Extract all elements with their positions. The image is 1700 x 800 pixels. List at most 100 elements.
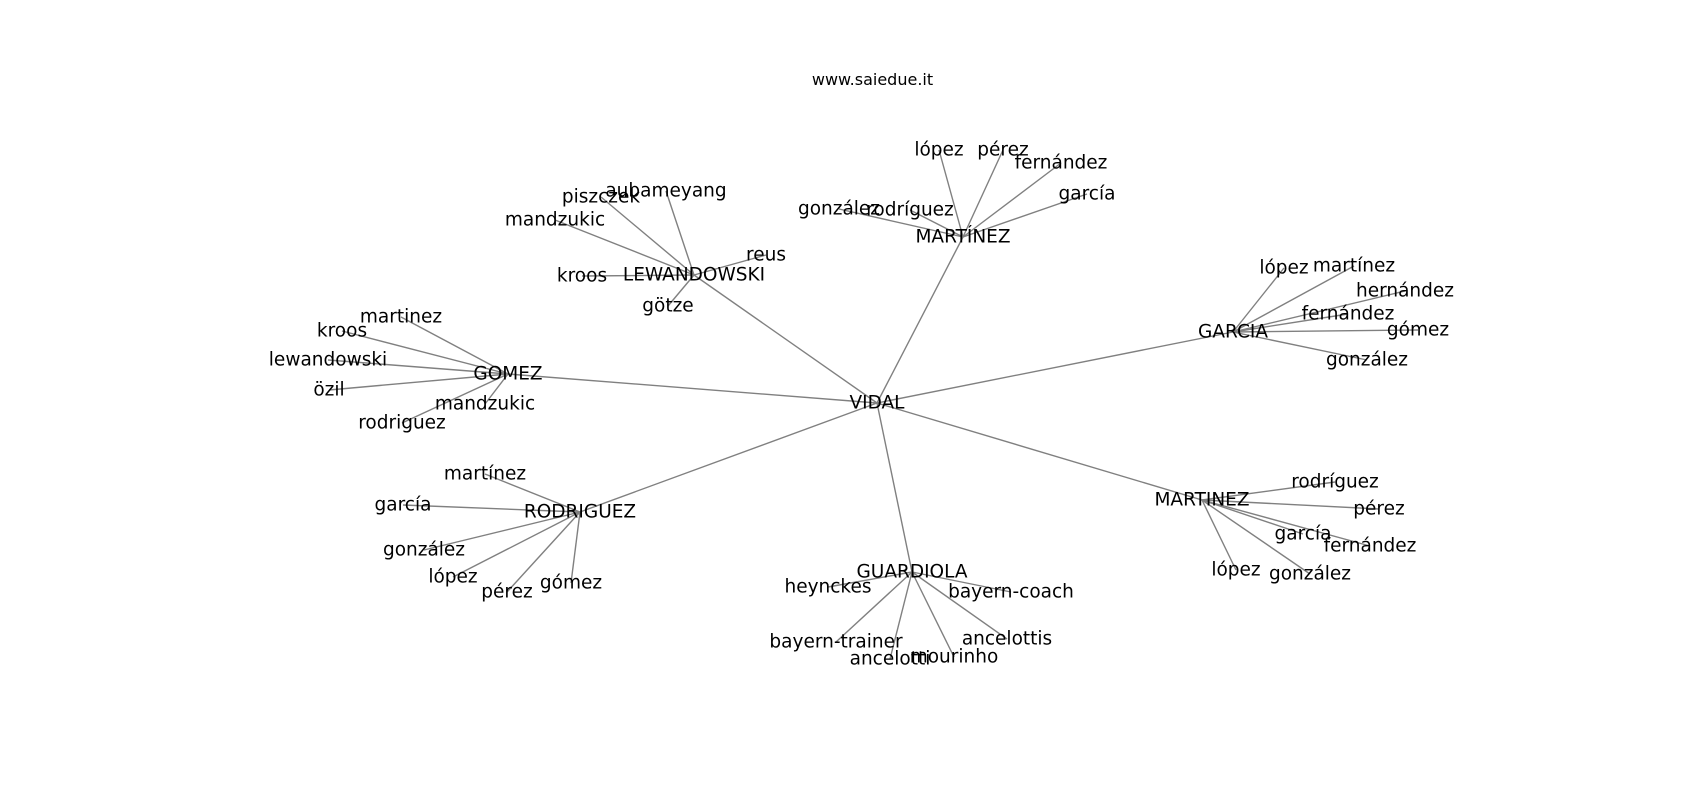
edge-rodriguez-rd_gonzalez (423, 511, 581, 551)
node-label-gomez: GOMEZ (473, 364, 542, 385)
edge-rodriguez-rd_perez (506, 511, 581, 593)
node-label-gc-lopez: lópez (1259, 258, 1308, 279)
edge-garcia-gc_martinez (1232, 265, 1355, 333)
edge-lewandowski-lw_aubameyang (665, 190, 695, 276)
edge-vidal-guardiola (876, 402, 913, 573)
node-label-mz-lopez: lópez (1211, 560, 1260, 581)
edge-guardiola-gd_bayern_trainer (835, 571, 913, 643)
node-label-vidal: VIDAL (850, 393, 906, 414)
edge-martinez-mz_garcia (1201, 499, 1304, 535)
edge-lewandowski-lw_kroos (581, 274, 695, 277)
node-label-gc-fernandez: fernández (1302, 304, 1395, 325)
node-label-gm-lewandowski: lewandowski (269, 350, 387, 371)
node-label-guardiola: GUARDIOLA (856, 562, 967, 583)
node-label-gd-ancelotti: ancelotti (850, 649, 931, 670)
node-label-lw-mandzukic: mandzukic (505, 210, 605, 231)
node-label-lw-kroos: kroos (557, 266, 607, 287)
page-title: www.saiedue.it (811, 70, 934, 89)
node-label-gd-ancelottis: ancelottis (962, 629, 1052, 650)
edge-vidal-gomez (507, 373, 878, 404)
node-label-gc-hernandez: hernández (1356, 281, 1454, 302)
edge-vidal-garcia (876, 331, 1234, 404)
edge-vidal-martinez_top (876, 236, 964, 404)
node-label-gm-rodriguez: rodriguez (358, 413, 446, 434)
node-label-lw-gotze: götze (642, 296, 693, 317)
node-label-mt-perez: pérez (977, 140, 1028, 161)
edge-garcia-gc_fernandez (1232, 313, 1349, 333)
edge-guardiola-gd_ancelotti (889, 571, 913, 660)
node-label-mt-garcia: garcía (1059, 184, 1116, 205)
node-label-mz-perez: pérez (1353, 499, 1404, 520)
edge-vidal-rodriguez (579, 402, 878, 513)
edge-lewandowski-lw_reus (693, 254, 767, 276)
edge-martinez-mz_lopez (1201, 499, 1237, 571)
edge-gomez-gm_ozil (328, 373, 509, 391)
edge-guardiola-gd_heynckes (827, 571, 913, 588)
edge-guardiola-gd_ancelottis (911, 571, 1008, 640)
node-label-rd-perez: pérez (481, 582, 532, 603)
node-label-rd-lopez: lópez (428, 567, 477, 588)
edge-martinez_top-mt_fernandez (962, 162, 1062, 238)
edge-martinez-mz_fernandez (1201, 499, 1371, 547)
node-label-gd-heynckes: heynckes (784, 577, 871, 598)
edge-guardiola-gd_mourinho (911, 571, 955, 658)
node-label-lw-piszczek: piszczek (562, 187, 640, 208)
node-label-rodriguez: RODRIGUEZ (524, 502, 636, 523)
node-label-rd-gonzalez: gonzález (383, 540, 465, 561)
edge-martinez_top-mt_rodriguez (909, 209, 964, 238)
node-label-gd-mourinho: mourinho (910, 647, 999, 668)
edge-martinez_top-mt_lopez (938, 149, 964, 238)
edge-martinez-mz_perez (1201, 499, 1380, 510)
edge-rodriguez-rd_gomez (570, 511, 581, 584)
node-label-mz-garcia: garcía (1275, 524, 1332, 545)
node-label-gc-gonzalez: gonzález (1326, 350, 1408, 371)
edge-garcia-gc_lopez (1232, 267, 1285, 333)
node-label-gd-bayern-coach: bayern-coach (948, 582, 1074, 603)
label-layer: VIDAL MARTÍNEZ LEWANDOWSKI GOMEZ RODRIGUEZ GU… (269, 140, 1454, 670)
node-label-gd-bayern-trainer: bayern-trainer (769, 632, 903, 653)
node-label-lewandowski: LEWANDOWSKI (623, 265, 765, 286)
node-label-martinez-top: MARTÍNEZ (915, 226, 1010, 248)
edge-rodriguez-rd_lopez (452, 511, 581, 578)
edge-gomez-gm_martinez (400, 316, 509, 375)
node-label-martinez: MARTINEZ (1154, 490, 1249, 511)
node-label-lw-aubameyang: aubameyang (605, 181, 726, 202)
edge-vidal-martinez (876, 402, 1203, 501)
node-label-lw-reus: reus (746, 245, 786, 266)
edge-gomez-gm_mandzukic (484, 373, 509, 405)
node-label-mz-gonzalez: gonzález (1269, 564, 1351, 585)
node-label-mt-gonzalez: gonzález (798, 199, 880, 220)
edge-rodriguez-rd_garcia (402, 504, 581, 513)
edge-layer (327, 149, 1419, 660)
edge-vidal-lewandowski (693, 274, 878, 404)
node-label-mt-fernandez: fernández (1015, 153, 1108, 174)
node-label-gc-martinez: martínez (1313, 256, 1395, 277)
node-label-gm-mandzukic: mandzukic (435, 394, 535, 415)
edge-martinez_top-mt_garcia (962, 193, 1088, 238)
node-label-mt-lopez: lópez (914, 140, 963, 161)
edge-lewandowski-lw_gotze (667, 274, 695, 307)
edge-martinez_top-mt_perez (962, 149, 1004, 238)
edge-martinez-mz_gonzalez (1201, 499, 1311, 575)
node-label-mz-rodriguez: rodríguez (1291, 472, 1379, 493)
edge-gomez-gm_kroos (341, 330, 509, 375)
edge-rodriguez-rd_martinez (484, 473, 581, 513)
node-label-gc-gomez: gómez (1387, 320, 1449, 341)
edge-gomez-gm_rodriguez (401, 373, 509, 424)
edge-gomez-gm_lewandowski (327, 359, 509, 375)
node-label-mz-fernandez: fernández (1324, 536, 1417, 557)
edge-martinez_top-mt_gonzalez (838, 208, 964, 238)
edge-garcia-gc_hernandez (1232, 290, 1406, 333)
edge-lewandowski-lw_piszczek (600, 196, 695, 276)
node-label-gm-kroos: kroos (317, 321, 367, 342)
node-label-rd-gomez: gómez (540, 573, 602, 594)
node-label-rd-martinez: martínez (444, 464, 526, 485)
edge-garcia-gc_gonzalez (1232, 331, 1368, 361)
node-label-gm-martinez: martinez (360, 307, 442, 328)
edge-lewandowski-lw_mandzukic (554, 219, 695, 276)
node-label-mt-rodriguez: rodríguez (866, 200, 954, 221)
node-label-garcia: GARCIA (1198, 322, 1268, 343)
node-label-rd-garcia: garcía (375, 495, 432, 516)
edge-martinez-mz_rodriguez (1201, 481, 1336, 501)
